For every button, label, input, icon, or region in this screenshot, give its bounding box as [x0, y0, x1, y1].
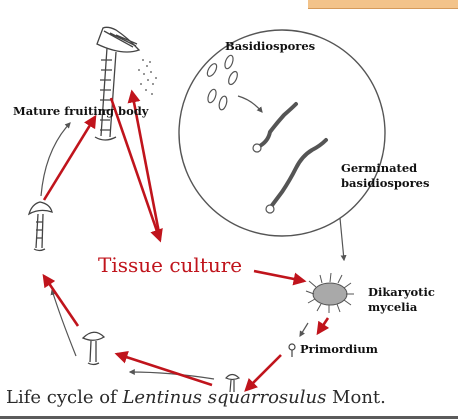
- germinated-hypha: [270, 140, 326, 208]
- circle-to-mycelia-arrow: [340, 218, 344, 260]
- primordium-sketch: [289, 344, 295, 357]
- caption-suffix: Mont.: [326, 387, 386, 408]
- figure-caption: Life cycle of Lentinus squarrosulus Mont…: [6, 387, 386, 408]
- button-stage-sketch: [83, 332, 104, 364]
- spore-arrow: [238, 96, 262, 112]
- cycle-arrow-left-lower: [52, 290, 76, 356]
- red-arrow-young-to-mature: [44, 117, 95, 200]
- label-germinated-line1: Germinated: [341, 161, 417, 175]
- label-basidiospores: Basidiospores: [225, 39, 315, 53]
- label-dikaryotic-line2: mycelia: [368, 300, 417, 314]
- cycle-arrow-primordium: [300, 323, 308, 336]
- spore-dust: [138, 59, 157, 95]
- germinating-spore: [258, 104, 296, 147]
- young-fruiting-body-sketch: [29, 202, 52, 251]
- label-tissue-culture: Tissue culture: [98, 253, 242, 277]
- spore-circle: [179, 30, 385, 236]
- label-dikaryotic-line1: Dikaryotic: [368, 285, 435, 299]
- red-arrow-small-to-button: [117, 354, 212, 385]
- label-mature-fruiting-body: Mature fruiting body: [13, 104, 149, 118]
- caption-species: Lentinus squarrosulus: [122, 387, 326, 408]
- mature-fruiting-body-sketch: [95, 27, 139, 140]
- label-germinated-line2: basidiospores: [341, 176, 429, 190]
- label-primordium: Primordium: [300, 342, 378, 356]
- red-arrow-fruiting-to-culture: [111, 98, 160, 240]
- red-arrow-culture-to-mycelia: [254, 271, 304, 281]
- red-arrow-mycelia-to-primordium: [318, 318, 328, 333]
- caption-prefix: Life cycle of: [6, 387, 122, 408]
- cycle-arrow-left-upper: [41, 123, 70, 196]
- red-arrow-primordium-to-small: [246, 355, 281, 390]
- basidiospore-cluster: [205, 54, 239, 110]
- mycelia-blob: [306, 273, 354, 313]
